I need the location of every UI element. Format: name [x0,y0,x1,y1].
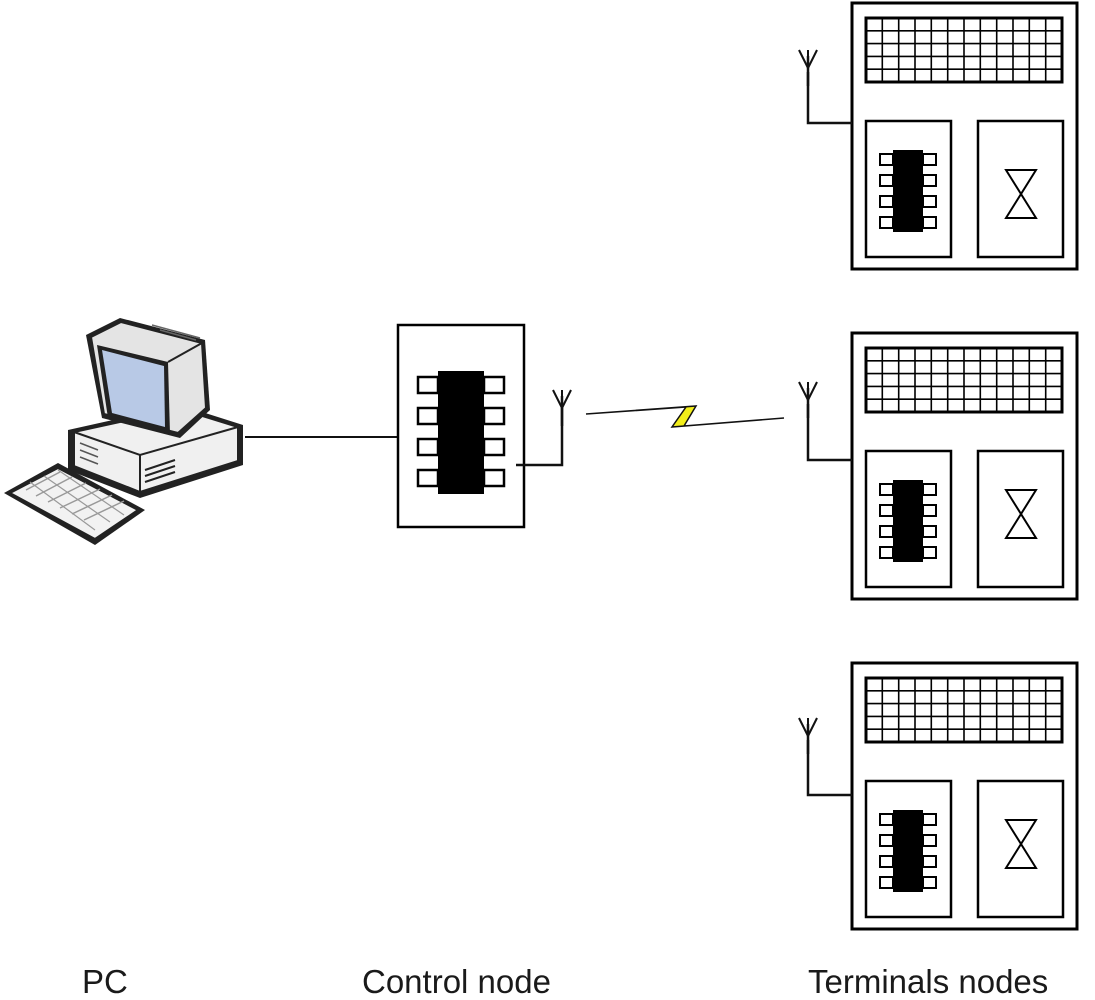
lightning-link-icon [585,405,785,428]
terminal-node-2 [797,331,1079,601]
led-matrix-icon [864,16,1064,84]
pc-computer-icon [4,318,243,545]
pc-label: PC [82,963,128,1000]
antenna-icon [797,716,819,756]
antenna-icon [797,380,819,420]
terminal-node-3 [797,661,1079,931]
control-node [396,323,573,529]
control-antenna-icon [551,388,573,428]
control-node-label: Control node [362,963,551,1000]
terminal-node-1 [797,1,1079,271]
led-matrix-icon [864,676,1064,744]
antenna-icon [797,48,819,88]
led-matrix-icon [864,346,1064,414]
terminal-nodes-label: Terminals nodes [808,963,1049,1000]
